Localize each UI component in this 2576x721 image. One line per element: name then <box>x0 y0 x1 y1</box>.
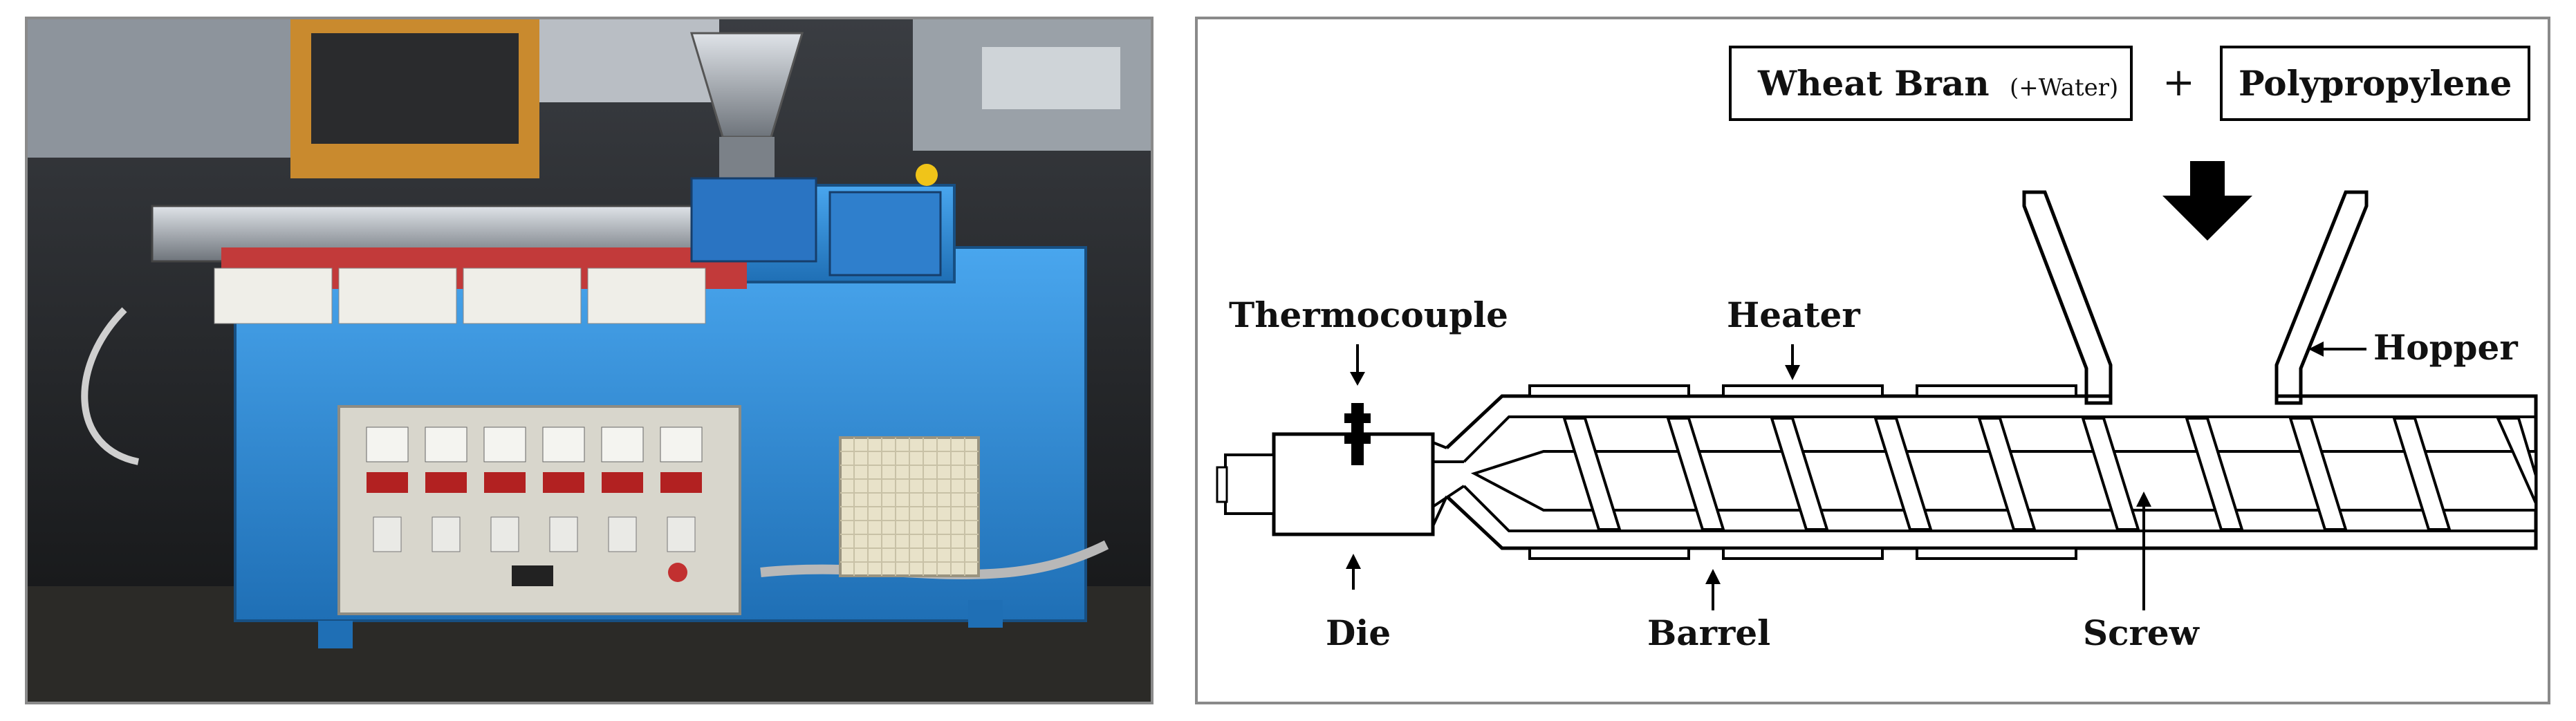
plus-sign: + <box>2162 60 2195 105</box>
thermocouple-label: Thermocouple <box>1229 294 1508 335</box>
polypropylene-label: Polypropylene <box>2239 63 2512 104</box>
extruder-diagram-panel: Wheat Bran (+Water) + Polypropylene <box>1195 17 2550 704</box>
polypropylene-box <box>2220 46 2530 121</box>
arrow-icon <box>1350 372 1365 386</box>
water-note: (+Water) <box>2010 74 2118 102</box>
extruder-schematic: Wheat Bran (+Water) + Polypropylene <box>1216 46 2538 653</box>
wheat-bran-box <box>1729 46 2133 121</box>
hopper <box>2022 190 2113 405</box>
screw-label: Screw <box>2083 612 2200 653</box>
die-label: Die <box>1326 612 1391 653</box>
wheat-bran-label: Wheat Bran <box>1757 63 1990 104</box>
heater-label: Heater <box>1727 294 1860 335</box>
hopper-label: Hopper <box>2373 327 2518 368</box>
barrel-label: Barrel <box>1647 612 1770 653</box>
extruder-photo-panel <box>25 17 1153 704</box>
feed-arrow-icon <box>2162 161 2252 241</box>
svg-text:Wheat Bran (+Water): Wheat Bran (+Water) <box>1757 63 2118 104</box>
heater-band <box>1528 384 1690 397</box>
extruder-photo <box>28 19 1151 702</box>
